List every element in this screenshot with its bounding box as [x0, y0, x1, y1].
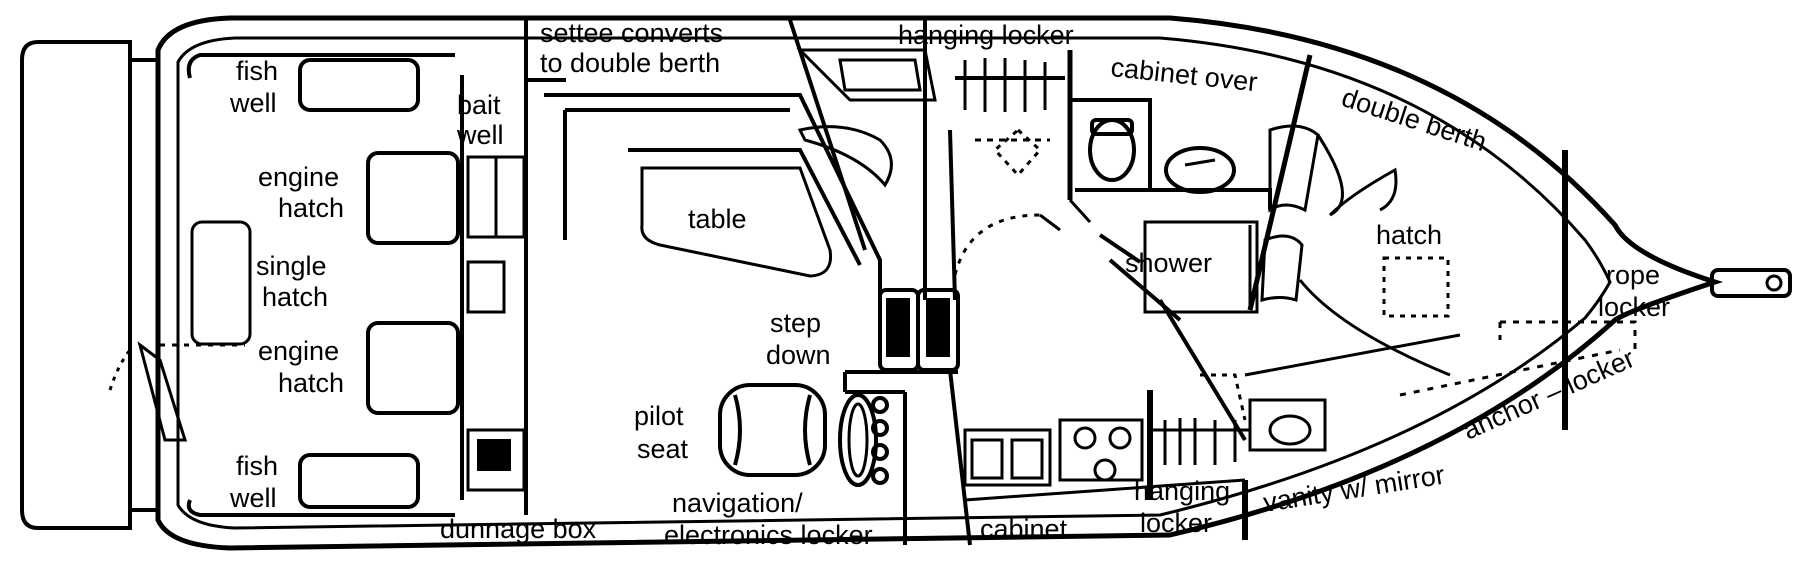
pilot-seat-label-2: seat [637, 434, 689, 464]
hull-outline [155, 15, 1792, 551]
sink-icon [1164, 146, 1236, 194]
engine-hatch-bottom-outline [366, 321, 460, 415]
toilet-icon [1088, 118, 1136, 182]
nav-locker-label-2: electronics locker [664, 520, 873, 550]
step-down [843, 288, 972, 546]
engine-hatch-top-outline [366, 151, 460, 245]
vanity-label: vanity w/ mirror [1261, 460, 1446, 518]
single-hatch-outline [190, 220, 252, 346]
settee-label-2: to double berth [540, 48, 720, 78]
rope-locker-label-2: locker [1598, 292, 1670, 322]
cabinet-label: cabinet [980, 514, 1068, 544]
step-down-label-2: down [766, 340, 831, 370]
pilot-seat-label-1: pilot [634, 401, 684, 431]
engine-hatch-top-label-1: engine [258, 162, 339, 192]
single-hatch-label-2: hatch [262, 282, 328, 312]
bait-well-label-1: bait [457, 90, 501, 120]
hanging-locker-top-label: hanging locker [898, 20, 1074, 50]
hanging-locker-bottom-label-1: hanging [1134, 476, 1230, 506]
salon [544, 19, 957, 301]
table-outline [640, 166, 833, 278]
forward-hatch-outline [1382, 256, 1450, 318]
anchor-locker-label: anchor – locker [1458, 343, 1639, 445]
swim-platform [20, 40, 160, 530]
step-down-label-1: step [770, 308, 821, 338]
shower-label: shower [1125, 248, 1212, 278]
cabinet-over-label: cabinet over [1109, 52, 1258, 97]
settee-label-1: settee converts [540, 18, 723, 48]
pilot-seat-outline [718, 383, 827, 477]
single-hatch-label-1: single [256, 251, 327, 281]
shower-outline [1143, 220, 1259, 314]
double-berth-label: double berth [1338, 82, 1490, 157]
engine-hatch-bottom-label-1: engine [258, 336, 339, 366]
fish-well-bottom-outline [298, 453, 420, 509]
fish-well-bottom-label-1: fish [236, 451, 278, 481]
nav-locker-label-1: navigation/ [672, 488, 803, 518]
rope-locker-label-1: rope [1606, 260, 1660, 290]
fish-well-top-label-2: well [229, 88, 277, 118]
bait-well-label-2: well [456, 120, 504, 150]
engine-hatch-top-label-2: hatch [278, 193, 344, 223]
lower-cabinets [963, 390, 1327, 540]
fish-well-top-label-1: fish [236, 56, 278, 86]
hatch-label: hatch [1376, 220, 1442, 250]
hanging-locker-top [955, 50, 1073, 200]
engine-hatch-bottom-label-2: hatch [278, 368, 344, 398]
cabinet-outline [963, 428, 1052, 487]
fish-well-top-outline [298, 58, 420, 112]
dunnage-box-label: dunnage box [440, 514, 597, 544]
cockpit [108, 20, 566, 517]
hanging-locker-bottom-label-2: locker [1140, 508, 1212, 538]
helm [718, 383, 889, 487]
head [953, 98, 1272, 442]
fish-well-bottom-label-2: well [229, 483, 277, 513]
forward-cabin [1244, 54, 1637, 430]
table-label: table [688, 204, 747, 234]
